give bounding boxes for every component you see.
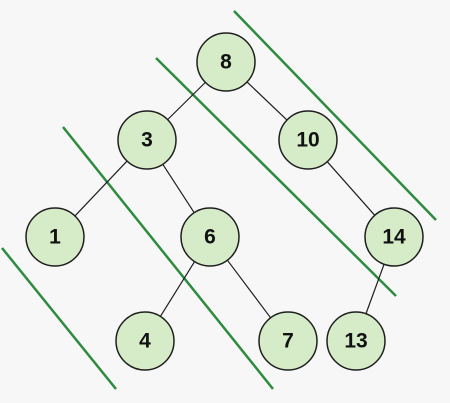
node-label: 7 <box>282 330 294 353</box>
tree-node-10: 10 <box>278 110 338 170</box>
node-circle <box>180 207 240 267</box>
edge-n10-n14 <box>326 161 376 216</box>
edge-n3-n1 <box>74 160 128 217</box>
tree-node-14: 14 <box>364 207 424 267</box>
tree-node-13: 13 <box>326 311 386 371</box>
node-label: 14 <box>382 226 406 249</box>
node-circle <box>196 32 256 92</box>
node-label: 3 <box>141 129 153 152</box>
node-label: 13 <box>344 330 367 353</box>
edge-n3-n6 <box>162 163 195 214</box>
edge-n6-n4 <box>159 261 196 317</box>
diagonal-lines <box>1 10 437 390</box>
node-circle <box>115 311 175 371</box>
node-circle <box>326 311 386 371</box>
node-circle <box>117 110 177 170</box>
diagonal-line-1 <box>233 10 437 221</box>
node-circle <box>278 110 338 170</box>
tree-node-6: 6 <box>180 207 240 267</box>
tree-node-4: 4 <box>115 311 175 371</box>
node-label: 4 <box>139 330 151 353</box>
edge-n8-n3 <box>167 81 206 121</box>
diagonal-line-4 <box>1 247 117 390</box>
node-circle <box>258 311 318 371</box>
tree-nodes: 8 3 10 1 6 14 4 7 13 <box>25 32 424 371</box>
tree-node-7: 7 <box>258 311 318 371</box>
diagonal-line-2 <box>155 57 397 297</box>
node-label: 8 <box>220 51 232 74</box>
edge-n8-n10 <box>246 81 288 121</box>
node-label: 1 <box>49 226 61 249</box>
node-label: 10 <box>296 129 319 152</box>
edge-n6-n7 <box>226 259 272 319</box>
node-circle <box>364 207 424 267</box>
tree-node-1: 1 <box>25 207 85 267</box>
diagonal-line-3 <box>62 126 274 390</box>
tree-node-8: 8 <box>196 32 256 92</box>
tree-edges <box>74 81 385 319</box>
edge-n14-n13 <box>365 264 385 314</box>
node-circle <box>25 207 85 267</box>
tree-node-3: 3 <box>117 110 177 170</box>
node-label: 6 <box>204 226 216 249</box>
